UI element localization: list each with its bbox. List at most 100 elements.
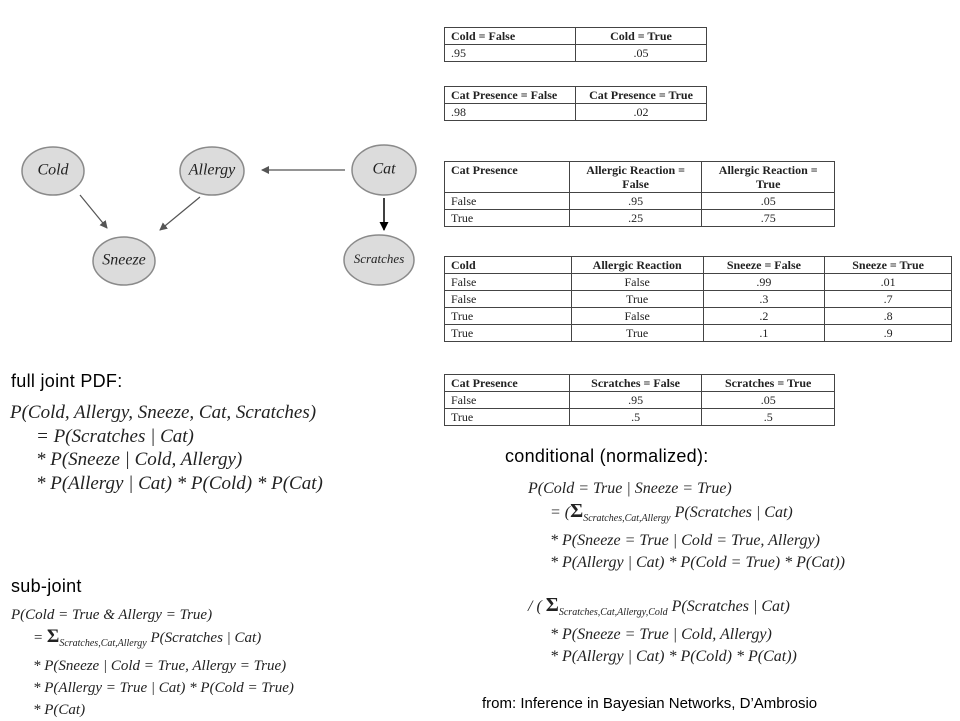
table-cell: .02 bbox=[575, 103, 707, 121]
node-label: Sneeze bbox=[102, 252, 146, 269]
formula-line: P(Cold = True & Allergy = True) bbox=[11, 607, 213, 623]
column-header: Sneeze = False bbox=[702, 256, 826, 274]
cpt-cold: Cold = False Cold = True .95 .05 bbox=[444, 27, 707, 62]
table-cell: True bbox=[444, 324, 572, 342]
table-cell: False bbox=[570, 307, 704, 325]
node-allergy: Allergy bbox=[179, 146, 245, 196]
formula-text: P(Scratches | Cat) bbox=[146, 630, 262, 646]
table-cell: .25 bbox=[568, 209, 703, 227]
column-header: Cat Presence bbox=[444, 374, 570, 392]
cpt-scratches: Cat Presence Scratches = False Scratches… bbox=[444, 374, 835, 426]
table-cell: .75 bbox=[701, 209, 835, 227]
node-label: Cat bbox=[372, 161, 396, 178]
column-header: Cold = False bbox=[444, 27, 576, 45]
heading-sub-joint: sub-joint bbox=[11, 576, 82, 596]
formula-line: * P(Sneeze | Cold, Allergy) bbox=[36, 449, 243, 470]
table-cell: .9 bbox=[824, 324, 952, 342]
table-row: False False .99 .01 bbox=[444, 273, 952, 291]
column-header: Allergic Reaction = True bbox=[701, 161, 835, 193]
sigma-symbol: Σ bbox=[570, 500, 584, 522]
table-cell: .95 bbox=[568, 192, 703, 210]
formula-line: * P(Allergy = True | Cat) * P(Cold = Tru… bbox=[33, 680, 294, 696]
table-cell: .1 bbox=[702, 324, 826, 342]
formula-line: * P(Sneeze = True | Cold, Allergy) bbox=[550, 626, 772, 644]
formula-full-joint: P(Cold, Allergy, Sneeze, Cat, Scratches)… bbox=[10, 401, 323, 495]
formula-text: P(Scratches | Cat) bbox=[670, 504, 793, 521]
node-scratches: Scratches bbox=[343, 234, 415, 286]
table-cell: .5 bbox=[568, 408, 703, 426]
table-cell: True bbox=[444, 408, 570, 426]
edge-allergy-sneeze bbox=[159, 196, 201, 231]
formula-line: * P(Sneeze = True | Cold = True, Allergy… bbox=[550, 532, 820, 550]
table-row: True .5 .5 bbox=[444, 408, 835, 426]
column-header: Sneeze = True bbox=[824, 256, 952, 274]
sigma-symbol: Σ bbox=[545, 594, 559, 617]
formula-sub-joint: P(Cold = True & Allergy = True) = ΣScrat… bbox=[11, 604, 294, 721]
column-header: Cat Presence = True bbox=[575, 86, 707, 104]
table-cell: .5 bbox=[701, 408, 835, 426]
formula-text: = ( bbox=[550, 504, 571, 521]
node-cat: Cat bbox=[351, 144, 417, 196]
table-cell: False bbox=[444, 391, 570, 409]
table-cell: .99 bbox=[702, 273, 826, 291]
column-header: Scratches = False bbox=[568, 374, 703, 392]
node-sneeze: Sneeze bbox=[92, 236, 156, 286]
node-label: Allergy bbox=[188, 162, 236, 179]
table-row: True .25 .75 bbox=[444, 209, 835, 227]
column-header: Scratches = True bbox=[701, 374, 835, 392]
table-cell: True bbox=[570, 324, 704, 342]
cpt-allergic-reaction: Cat Presence Allergic Reaction = False A… bbox=[444, 161, 835, 227]
table-cell: True bbox=[444, 307, 572, 325]
column-header: Allergic Reaction bbox=[570, 256, 704, 274]
table-cell: .95 bbox=[568, 391, 703, 409]
cpt-cat-presence: Cat Presence = False Cat Presence = True… bbox=[444, 86, 707, 121]
column-header: Cat Presence = False bbox=[444, 86, 576, 104]
table-row: False .95 .05 bbox=[444, 391, 835, 409]
table-cell: .01 bbox=[824, 273, 952, 291]
table-cell: .95 bbox=[444, 44, 576, 62]
formula-text: / ( bbox=[528, 598, 546, 616]
citation: from: Inference in Bayesian Networks, D’… bbox=[482, 695, 818, 712]
table-cell: .98 bbox=[444, 103, 576, 121]
table-row: True False .2 .8 bbox=[444, 307, 952, 325]
formula-line: P(Cold = True | Sneeze = True) bbox=[528, 480, 732, 497]
formula-line: * P(Allergy | Cat) * P(Cold) * P(Cat)) bbox=[550, 648, 797, 666]
node-label: Scratches bbox=[354, 251, 405, 266]
node-cold: Cold bbox=[21, 146, 85, 196]
cpt-sneeze: Cold Allergic Reaction Sneeze = False Sn… bbox=[444, 256, 952, 342]
formula-line: = ΣScratches,Cat,Allergy P(Scratches | C… bbox=[11, 626, 294, 655]
table-cell: .05 bbox=[701, 192, 835, 210]
table-cell: .7 bbox=[824, 290, 952, 308]
table-row: False True .3 .7 bbox=[444, 290, 952, 308]
formula-conditional: P(Cold = True | Sneeze = True) = (ΣScrat… bbox=[528, 478, 845, 668]
heading-conditional: conditional (normalized): bbox=[505, 446, 709, 466]
bayes-network-diagram: Cold Allergy Cat Sneeze Scratches bbox=[21, 144, 417, 286]
table-cell: False bbox=[444, 192, 570, 210]
sigma-symbol: Σ bbox=[46, 626, 60, 647]
formula-line: / ( ΣScratches,Cat,Allergy,Cold P(Scratc… bbox=[528, 594, 845, 624]
table-cell: True bbox=[444, 209, 570, 227]
column-header: Cold = True bbox=[575, 27, 707, 45]
formula-line: P(Cold, Allergy, Sneeze, Cat, Scratches) bbox=[10, 402, 317, 423]
sigma-subscript: Scratches,Cat,Allergy bbox=[583, 513, 671, 525]
table-cell: False bbox=[444, 273, 572, 291]
table-cell: .05 bbox=[701, 391, 835, 409]
formula-text: = bbox=[33, 630, 47, 646]
table-row: False .95 .05 bbox=[444, 192, 835, 210]
sigma-subscript: Scratches,Cat,Allergy,Cold bbox=[558, 607, 668, 619]
table-cell: True bbox=[570, 290, 704, 308]
table-cell: .3 bbox=[702, 290, 826, 308]
formula-line: * P(Cat) bbox=[33, 702, 86, 718]
formula-line: = P(Scratches | Cat) bbox=[36, 425, 194, 447]
table-row: .98 .02 bbox=[444, 103, 707, 121]
node-label: Cold bbox=[37, 162, 69, 179]
column-header: Allergic Reaction = False bbox=[568, 161, 703, 193]
column-header: Cold bbox=[444, 256, 572, 274]
table-cell: .2 bbox=[702, 307, 826, 325]
formula-line: * P(Sneeze | Cold = True, Allergy = True… bbox=[33, 658, 287, 674]
table-cell: False bbox=[570, 273, 704, 291]
formula-text: P(Scratches | Cat) bbox=[667, 598, 790, 616]
table-row: .95 .05 bbox=[444, 44, 707, 62]
formula-line: = (ΣScratches,Cat,Allergy P(Scratches | … bbox=[528, 500, 845, 530]
table-row: True True .1 .9 bbox=[444, 324, 952, 342]
